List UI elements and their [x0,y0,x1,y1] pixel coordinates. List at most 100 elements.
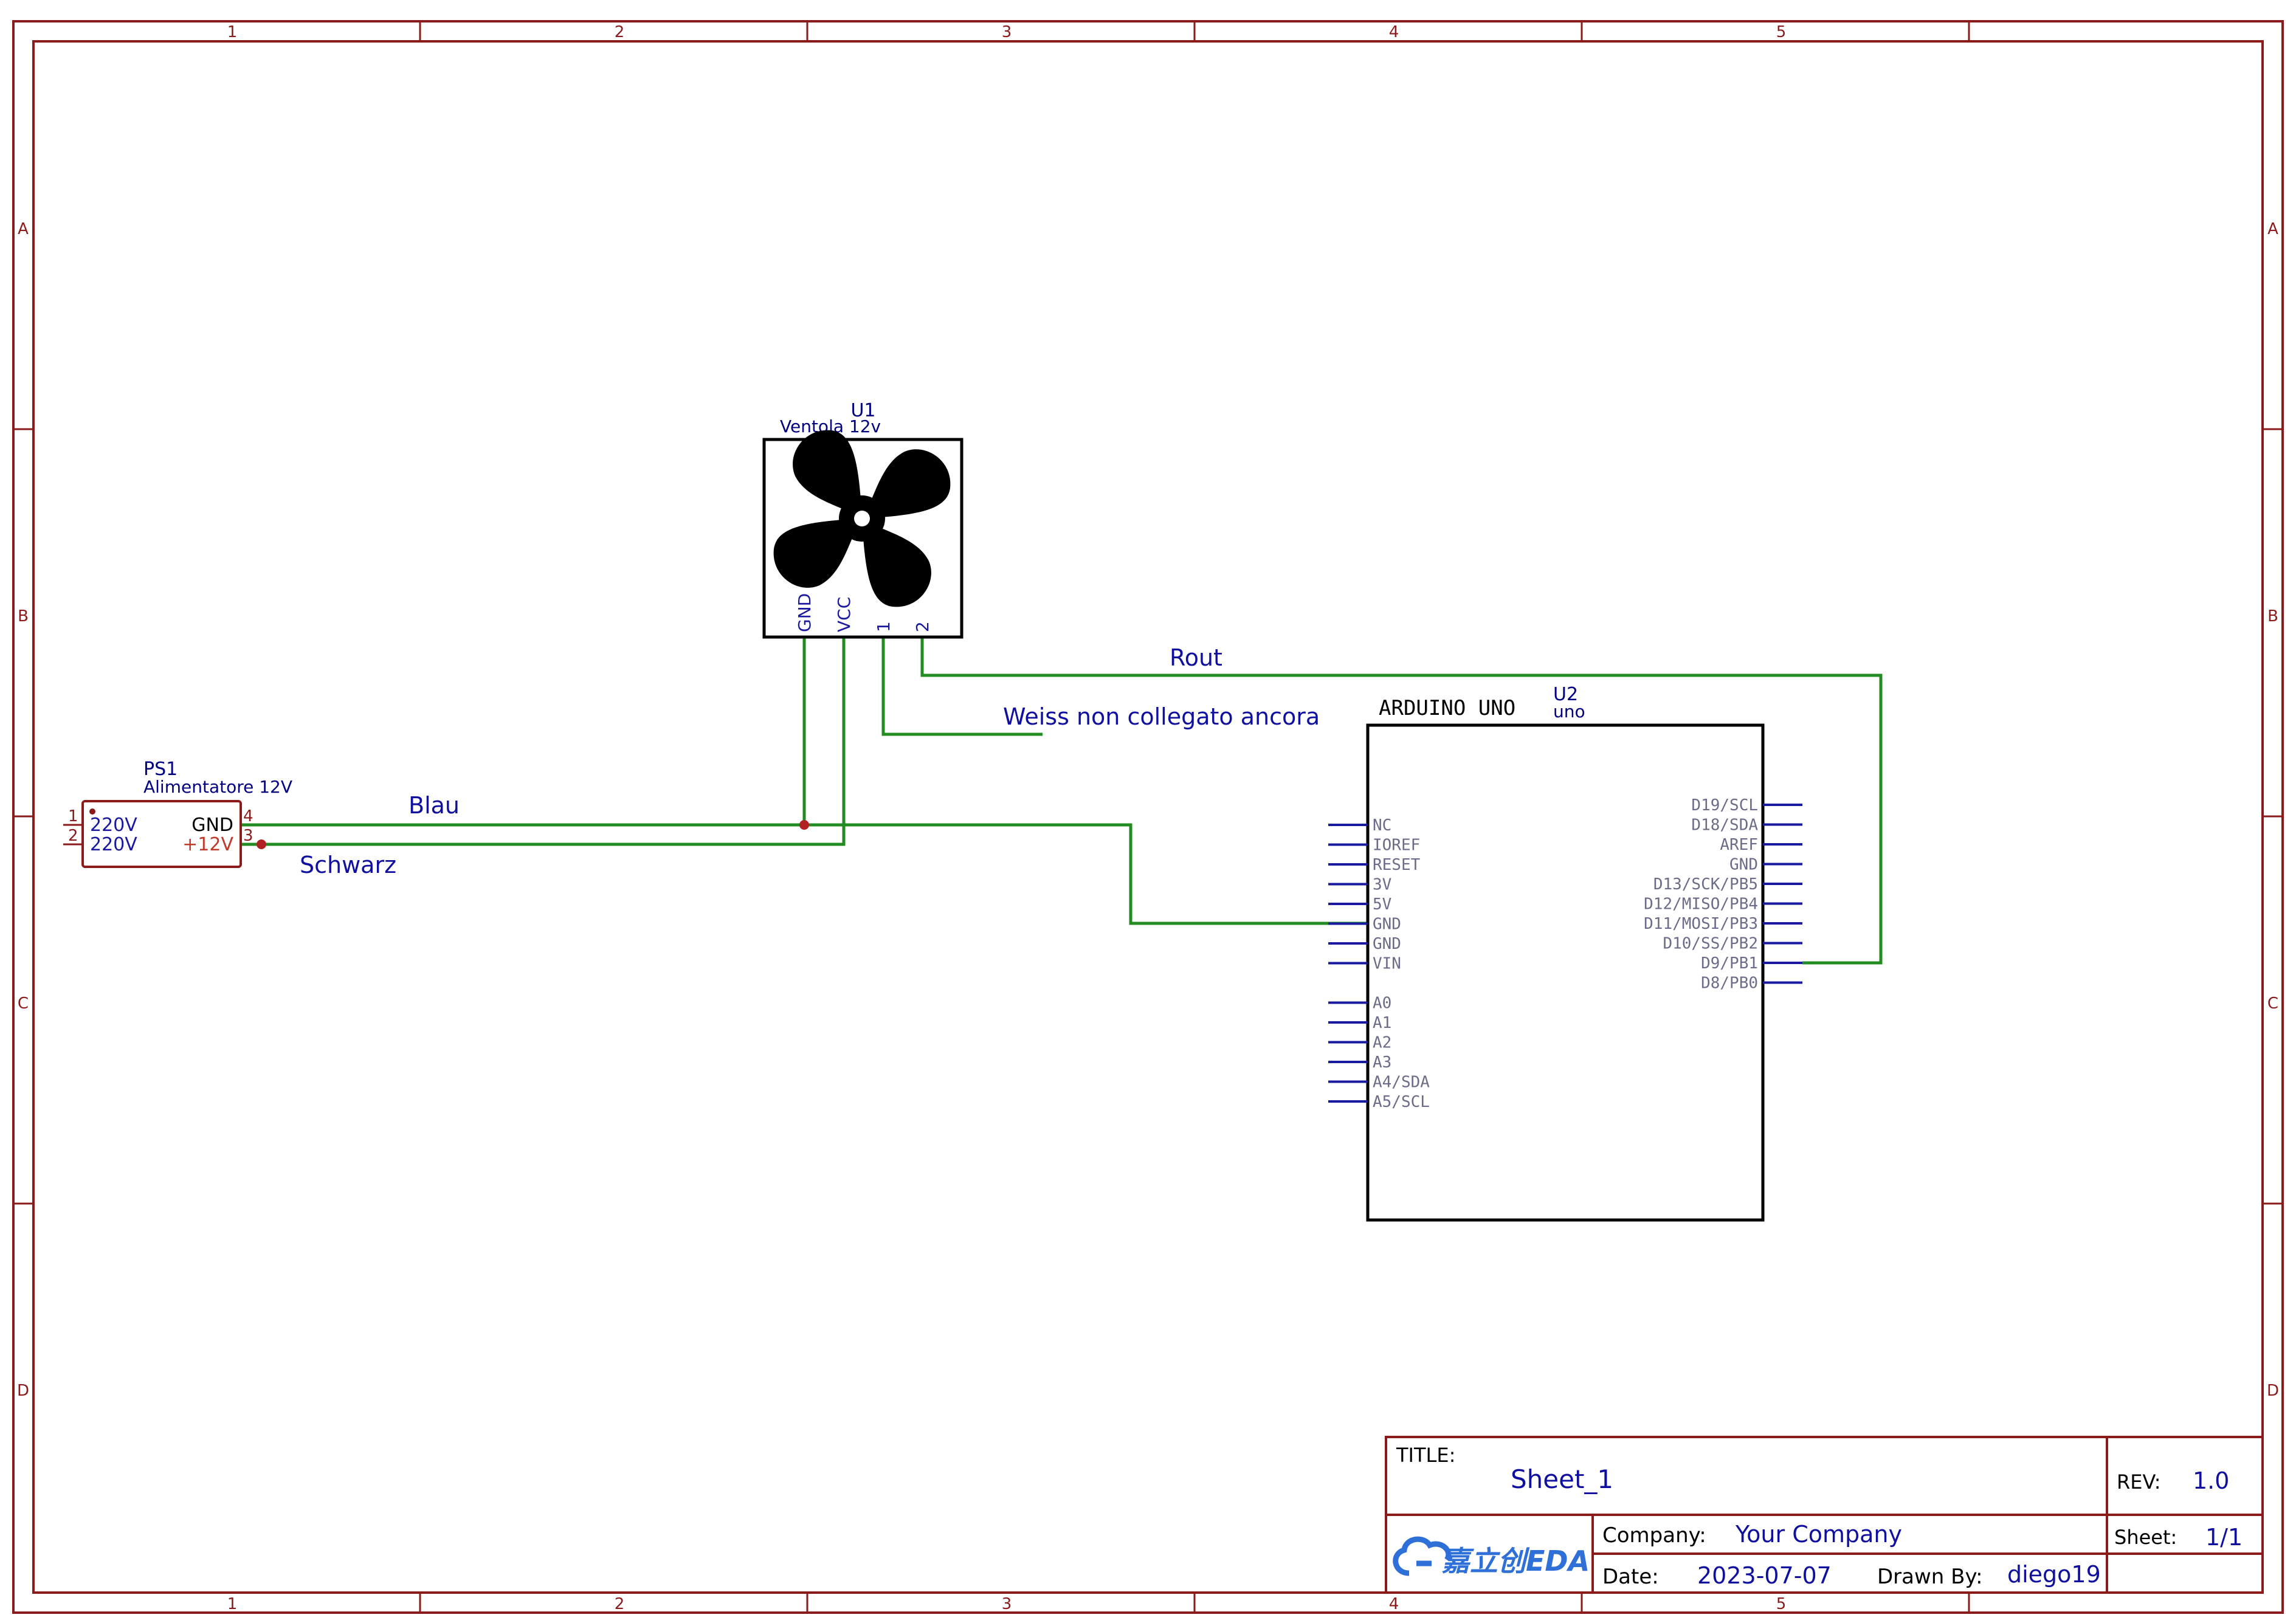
arduino-body [1366,723,1765,1222]
junctions [257,820,809,849]
frame-outer-border [12,20,2284,1614]
frame-row-label: A [18,220,29,238]
arduino-pin-label: GND [1373,915,1401,934]
frame-row-label: D [2267,1382,2279,1400]
power-supply-ps1[interactable]: PS1 Alimentatore 12V 1 2 4 3 220V 220V G… [63,759,292,868]
arduino-pin-label: GND [1729,856,1758,874]
ps-pin-stubs [63,824,83,846]
frame-row-labels-left: A B C D [17,220,29,1400]
ps-pin-label: +12V [182,834,233,855]
fan-pin-labels: GND VCC 1 2 [795,593,933,632]
ps-body [81,800,242,868]
title-block: TITLE: Sheet_1 REV: 1.0 Company: Your Co… [1385,1436,2264,1594]
frame-row-dividers [13,428,2283,1205]
arduino-pin-label: A3 [1373,1053,1391,1072]
arduino-pin-label: NC [1373,816,1391,835]
arduino-pin-label: D18/SDA [1691,816,1758,835]
wires [242,637,1883,965]
frame-column-label: 5 [1776,23,1787,41]
fan-u1[interactable]: U1 Ventola 12v GND VCC 1 2 [762,400,964,639]
ps-left-labels: 220V 220V [90,815,137,855]
arduino-pin-label: A5/SCL [1373,1093,1430,1111]
title-label: TITLE: [1396,1444,1455,1467]
ps-pin-number: 3 [243,827,253,845]
net-label-schwarz[interactable]: Schwarz [300,852,396,878]
ps-pin-number: 2 [68,827,78,845]
frame-column-labels-top: 1 2 3 4 5 [227,23,1787,41]
arduino-pin-label: AREF [1720,836,1758,854]
frame-row-label: B [18,607,29,625]
arduino-pin-label: D8/PB0 [1701,974,1758,993]
title-value: Sheet_1 [1511,1464,1613,1494]
fan-pin-label: GND [795,593,815,632]
frame-column-label: 1 [227,1595,238,1613]
arduino-pin-label: D13/SCK/PB5 [1653,875,1758,894]
arduino-left-pins: NCIOREFRESET3V5VGNDGNDVINA0A1A2A3A4/SDAA… [1328,816,1430,1111]
frame-inner-border [32,40,2264,1594]
frame-column-dividers [419,21,1970,1613]
junction-dot [257,839,266,849]
date-label: Date: [1602,1565,1659,1589]
frame-row-label: C [18,994,29,1013]
arduino-designator: U2 [1553,684,1578,705]
arduino-pin-label: D12/MISO/PB4 [1644,895,1758,914]
frame-column-label: 4 [1389,1595,1399,1613]
wire-weiss[interactable] [881,637,1043,736]
wire-blau[interactable] [242,823,1368,925]
arduino-pin-label: A1 [1373,1014,1391,1032]
ps-pin-number: 4 [243,807,253,825]
cloud-icon [1393,1536,1452,1576]
arduino-pin-label: GND [1373,935,1401,953]
wire-schwarz[interactable] [242,637,846,846]
arduino-pin-label: A0 [1373,994,1391,1013]
frame-column-label: 4 [1389,23,1399,41]
arduino-pin-label: D9/PB1 [1701,954,1758,973]
title-block-grid [1385,1436,2264,1594]
net-label-rout[interactable]: Rout [1170,644,1222,671]
net-labels: Rout Weiss non collegato ancora Blau Sch… [300,644,1320,878]
frame-row-label: D [17,1382,29,1400]
wire-rout[interactable] [920,637,1883,965]
arduino-pin-label: VIN [1373,955,1401,973]
company-value: Your Company [1735,1521,1902,1548]
ps-pin1-marker [89,808,95,815]
arduino-pin-label: 3V [1373,876,1391,894]
frame-column-label: 2 [615,1595,625,1613]
frame-row-label: C [2267,994,2278,1013]
ps-designator: PS1 [143,759,178,780]
frame-column-label: 5 [1776,1595,1787,1613]
arduino-u2[interactable]: ARDUINO UNO U2 uno NCIOREFRESET3V5VGNDGN… [1328,684,1802,1222]
eda-logo-text: 嘉立创EDA [1442,1545,1590,1577]
fan-pin-label: VCC [834,597,854,632]
fan-designator: U1 [850,400,875,421]
net-label-blau[interactable]: Blau [409,792,460,819]
rev-value: 1.0 [2193,1467,2229,1494]
sheet-value: 1/1 [2205,1524,2243,1551]
frame-column-label: 2 [615,23,625,41]
drawn-by-value: diego19 [2007,1561,2101,1588]
arduino-title: ARDUINO UNO [1379,696,1515,720]
ps-pin-number: 1 [68,807,78,825]
frame-column-label: 1 [227,23,238,41]
frame-column-label: 3 [1002,1595,1012,1613]
arduino-value: uno [1553,701,1585,722]
arduino-pin-label: A4/SDA [1373,1073,1430,1092]
fan-pin-label: 2 [912,621,933,632]
frame-row-labels-right: A B C D [2267,220,2279,1400]
frame-column-labels-bottom: 1 2 3 4 5 [227,1595,1787,1613]
ps-value: Alimentatore 12V [143,777,292,797]
drawn-by-label: Drawn By: [1877,1565,1983,1589]
frame-row-label: B [2267,607,2278,625]
arduino-pin-label: D10/SS/PB2 [1663,935,1758,953]
rev-label: REV: [2117,1470,2161,1494]
junction-dot [799,820,809,830]
ps-right-labels: GND +12V [182,815,233,855]
fan-pin-label: 1 [874,621,894,632]
arduino-pin-label: IOREF [1373,836,1420,855]
frame-row-label: A [2267,220,2278,238]
arduino-pin-label: D19/SCL [1691,796,1758,815]
ps-pin-label: GND [191,815,233,836]
net-label-weiss[interactable]: Weiss non collegato ancora [1003,703,1320,730]
arduino-pin-label: 5V [1373,895,1391,914]
